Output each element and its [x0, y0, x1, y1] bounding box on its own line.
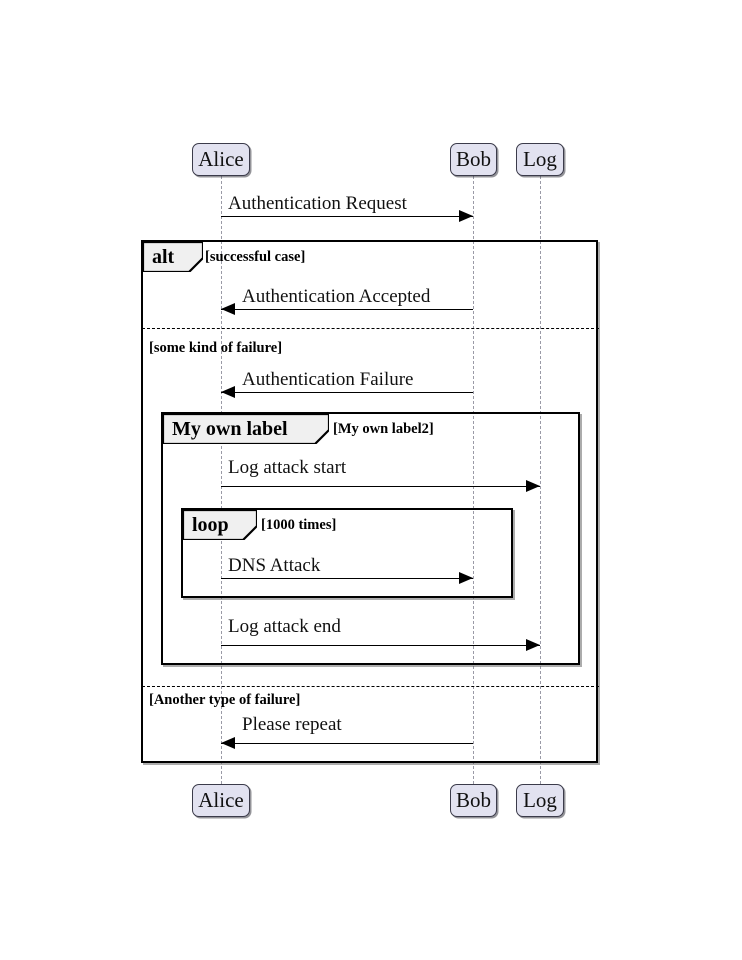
arrow-head-left-icon — [221, 385, 235, 398]
message-line-log-attack-end — [221, 645, 540, 646]
fragment-operator-loop: loop — [192, 513, 229, 536]
arrow-head-right-icon — [459, 571, 473, 584]
fragment-alt[interactable]: alt [successful case] [some kind of fail… — [141, 240, 599, 763]
arrow-head-left-icon — [221, 736, 235, 749]
message-label-authentication-failure: Authentication Failure — [242, 369, 414, 390]
message-label-authentication-request: Authentication Request — [228, 193, 407, 214]
fragment-separator-2 — [142, 686, 599, 687]
lifeline-log — [540, 176, 541, 784]
fragment-my-own-label[interactable]: My own label [My own label2] — [161, 412, 580, 665]
fragment-operator-my-own-label: My own label — [172, 417, 288, 440]
participant-log-top[interactable]: Log — [516, 143, 564, 176]
message-label-dns-attack: DNS Attack — [228, 555, 321, 576]
message-line-dns-attack — [221, 578, 473, 579]
participant-log-bottom[interactable]: Log — [516, 784, 564, 817]
lifeline-bob — [473, 176, 474, 784]
participant-alice-bottom[interactable]: Alice — [192, 784, 250, 817]
arrow-head-left-icon — [221, 302, 235, 315]
message-line-please-repeat — [221, 743, 473, 744]
fragment-loop[interactable]: loop [1000 times] — [181, 508, 513, 598]
fragment-tab-shape-alt — [143, 242, 203, 272]
fragment-separator-1 — [142, 328, 599, 329]
participant-label: Alice — [198, 788, 244, 812]
message-label-log-attack-start: Log attack start — [228, 457, 347, 478]
fragment-operator-alt: alt — [152, 245, 175, 268]
message-line-authentication-accepted — [221, 309, 473, 310]
participant-label: Bob — [455, 147, 491, 171]
participant-bob-bottom[interactable]: Bob — [450, 784, 497, 817]
fragment-tab-shape-my-own-label — [163, 414, 329, 444]
message-line-authentication-failure — [221, 392, 473, 393]
fragment-guard-some-kind-of-failure: [some kind of failure] — [149, 340, 283, 356]
fragment-tab-shape-loop — [183, 510, 257, 540]
message-label-please-repeat: Please repeat — [242, 714, 342, 735]
participant-bob-top[interactable]: Bob — [450, 143, 497, 176]
participant-label: Log — [523, 147, 557, 171]
fragment-guard-successful-case: [successful case] — [205, 249, 306, 265]
fragment-guard-another-type-of-failure: [Another type of failure] — [149, 692, 301, 708]
message-line-log-attack-start — [221, 486, 540, 487]
participant-label: Alice — [198, 147, 244, 171]
arrow-head-right-icon — [459, 209, 473, 222]
fragment-guard-my-own-label2: [My own label2] — [333, 421, 434, 437]
participant-label: Bob — [455, 788, 491, 812]
lifeline-alice — [221, 176, 222, 784]
arrow-head-right-icon — [526, 638, 540, 651]
message-label-log-attack-end: Log attack end — [228, 616, 341, 637]
message-label-authentication-accepted: Authentication Accepted — [242, 286, 431, 307]
fragment-guard-1000-times: [1000 times] — [261, 517, 337, 533]
message-line-authentication-request — [221, 216, 473, 217]
arrow-head-right-icon — [526, 479, 540, 492]
participant-label: Log — [523, 788, 557, 812]
participant-alice-top[interactable]: Alice — [192, 143, 250, 176]
